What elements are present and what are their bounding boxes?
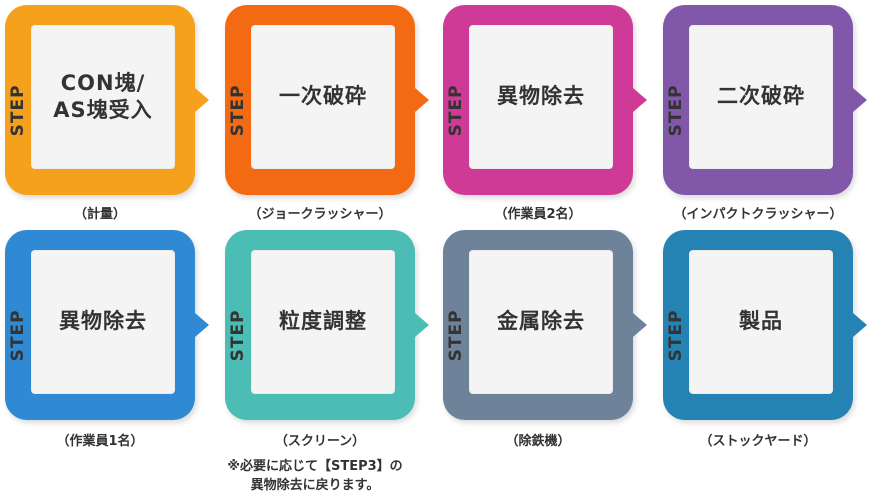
step-label: STEP 3 — [446, 64, 466, 137]
step-card: 粒度調整 — [251, 250, 395, 394]
step-8: STEP 8 製品 — [663, 230, 870, 430]
arrow-right-icon — [195, 313, 209, 337]
step-label: STEP 2 — [228, 64, 248, 137]
arrow-right-icon — [415, 88, 429, 112]
step-title: 一次破砕 — [279, 84, 367, 109]
step-frame: STEP 8 製品 — [663, 230, 853, 420]
step-7: STEP 7 金属除去 — [443, 230, 653, 430]
step-label: STEP 4 — [666, 64, 686, 137]
step-caption: （インパクトクラッシャー） — [673, 207, 843, 222]
step-number: 4 — [666, 63, 686, 77]
step-word: STEP — [666, 84, 686, 137]
step-caption: （ストックヤード） — [699, 434, 817, 449]
step-frame: STEP 6 粒度調整 — [225, 230, 415, 420]
step-frame: STEP 3 異物除去 — [443, 5, 633, 195]
step-title: 粒度調整 — [279, 309, 367, 334]
arrow-right-icon — [853, 88, 867, 112]
step-title: CON塊/ AS塊受入 — [53, 70, 153, 122]
step-label: STEP 1 — [8, 64, 28, 137]
step-label: STEP 8 — [666, 289, 686, 362]
step-frame: STEP 5 異物除去 — [5, 230, 195, 420]
step-5: STEP 5 異物除去 — [5, 230, 215, 430]
step-word: STEP — [228, 309, 248, 362]
step-caption: （除鉄機） — [505, 434, 571, 449]
step-caption: （作業員2名） — [494, 207, 582, 222]
step-3: STEP 3 異物除去 — [443, 5, 653, 205]
step-label: STEP 7 — [446, 289, 466, 362]
return-note: ※必要に応じて【STEP3】の 異物除去に戻ります。 — [210, 458, 420, 496]
step-label: STEP 5 — [8, 289, 28, 362]
step-label: STEP 6 — [228, 289, 248, 362]
arrow-right-icon — [633, 313, 647, 337]
step-caption: （スクリーン） — [274, 434, 366, 449]
note-line-2: 異物除去に戻ります。 — [250, 477, 380, 493]
step-frame: STEP 2 一次破砕 — [225, 5, 415, 195]
step-title: 異物除去 — [497, 84, 585, 109]
step-card: 一次破砕 — [251, 25, 395, 169]
step-number: 8 — [666, 288, 686, 302]
step-number: 1 — [8, 63, 28, 77]
step-caption: （ジョークラッシャー） — [248, 207, 392, 222]
step-6: STEP 6 粒度調整 — [225, 230, 435, 430]
step-word: STEP — [8, 84, 28, 137]
step-word: STEP — [446, 309, 466, 362]
step-caption: （作業員1名） — [56, 434, 144, 449]
step-4: STEP 4 二次破砕 — [663, 5, 870, 205]
step-word: STEP — [228, 84, 248, 137]
step-title: 異物除去 — [59, 309, 147, 334]
step-card: CON塊/ AS塊受入 — [31, 25, 175, 169]
step-title: 製品 — [739, 309, 783, 334]
step-title: 二次破砕 — [717, 84, 805, 109]
step-word: STEP — [8, 309, 28, 362]
step-card: 製品 — [689, 250, 833, 394]
step-number: 7 — [446, 288, 466, 302]
step-card: 金属除去 — [469, 250, 613, 394]
step-number: 6 — [228, 288, 248, 302]
step-frame: STEP 7 金属除去 — [443, 230, 633, 420]
step-number: 2 — [228, 63, 248, 77]
step-number: 5 — [8, 288, 28, 302]
arrow-right-icon — [415, 313, 429, 337]
arrow-right-icon — [195, 88, 209, 112]
step-card: 異物除去 — [469, 25, 613, 169]
step-word: STEP — [446, 84, 466, 137]
step-card: 異物除去 — [31, 250, 175, 394]
step-2: STEP 2 一次破砕 — [225, 5, 435, 205]
step-card: 二次破砕 — [689, 25, 833, 169]
arrow-right-icon — [853, 313, 867, 337]
step-caption: （計量） — [73, 207, 126, 222]
step-number: 3 — [446, 63, 466, 77]
step-title: 金属除去 — [497, 309, 585, 334]
note-line-1: ※必要に応じて【STEP3】の — [227, 459, 403, 474]
step-frame: STEP 4 二次破砕 — [663, 5, 853, 195]
arrow-right-icon — [633, 88, 647, 112]
step-word: STEP — [666, 309, 686, 362]
